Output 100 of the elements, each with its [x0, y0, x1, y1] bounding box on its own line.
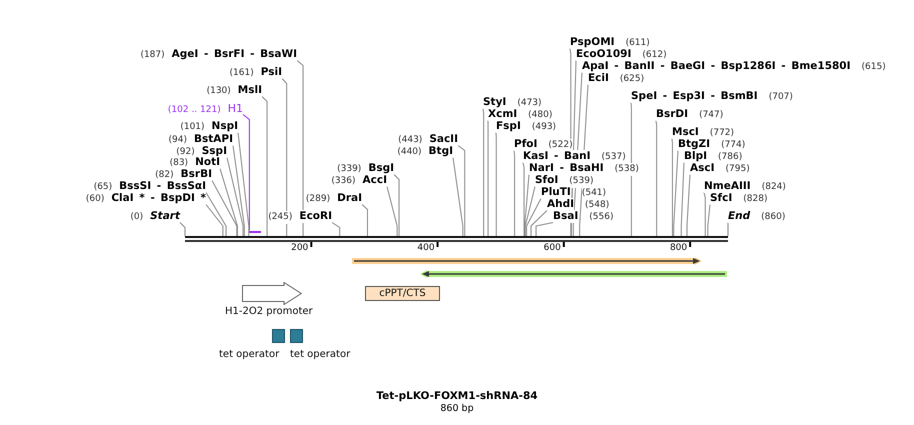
enzyme-name: AgeI - BsrFI - BsaWI	[172, 48, 297, 60]
leader-line	[704, 192, 706, 236]
position-number: (828)	[743, 192, 768, 206]
leader-line	[232, 145, 245, 236]
enzyme-name: SfoI	[535, 174, 558, 186]
leader-line	[488, 120, 489, 236]
enzyme-name: MscI	[672, 126, 699, 138]
position-number: (522)	[548, 138, 573, 152]
leader-line	[672, 138, 673, 236]
enzyme-name: BtgZI	[678, 138, 710, 150]
leader-line	[707, 204, 710, 236]
position-number: (473)	[517, 96, 542, 110]
leader-line	[282, 78, 288, 236]
enzyme-name: EciI	[588, 72, 609, 84]
enzyme-name: BstAPI	[194, 132, 233, 146]
enzyme-name: SfcI	[710, 192, 732, 204]
leader-line	[394, 174, 400, 236]
leader-line	[496, 132, 497, 236]
enzyme-name: MslI	[238, 84, 262, 96]
enzyme-name: XcmI	[488, 108, 518, 120]
enzyme-name: AscI	[690, 162, 715, 174]
leader-line	[530, 210, 548, 236]
position-number: (339)	[337, 162, 362, 176]
enzyme-name: DraI	[337, 192, 362, 204]
enzyme-name: PfoI	[514, 138, 538, 150]
ruler-number: 800	[670, 243, 688, 254]
sequence-length: 860 bp	[440, 403, 474, 415]
position-number: (443)	[398, 134, 422, 146]
leader-line	[262, 96, 268, 236]
leader-line	[680, 162, 684, 236]
feature-label: tet operator	[290, 349, 350, 361]
enzyme-name: SpeI - Esp3I - BsmBI	[631, 90, 758, 102]
leader-line	[242, 114, 250, 231]
position-number: (493)	[532, 120, 556, 134]
leader-line	[686, 174, 690, 236]
enzyme-name: EcoO109I	[576, 48, 632, 60]
leader-line	[296, 60, 304, 236]
position-number: (860)	[761, 210, 786, 224]
enzyme-name: NmeAIII	[704, 180, 751, 192]
position-number: (548)	[585, 198, 610, 212]
position-number: (538)	[614, 162, 639, 176]
position-number: (65)	[94, 180, 112, 194]
leader-line	[332, 222, 340, 236]
leader-line	[220, 168, 238, 236]
enzyme-name: NarI - BsaHI	[529, 162, 604, 174]
position-number: (94)	[168, 134, 187, 146]
leader-line	[206, 204, 224, 236]
feature-bar	[420, 270, 727, 278]
position-number: (130)	[206, 84, 231, 98]
enzyme-name: BlpI	[684, 150, 708, 162]
position-number: (747)	[699, 108, 724, 122]
position-number: (82)	[155, 168, 174, 182]
leader-line	[630, 102, 632, 236]
position-number: (92)	[176, 146, 195, 158]
enzyme-name: ClaI * - BspDI *	[111, 192, 206, 204]
leader-line	[226, 157, 244, 236]
enzyme-name: BtgI	[428, 144, 453, 158]
feature-label: H1-2O2 promoter	[225, 306, 313, 318]
enzyme-name: NspI	[212, 120, 238, 132]
position-number: (480)	[528, 108, 552, 122]
enzyme-name: AccI	[362, 174, 387, 186]
enzyme-name: PluTI	[541, 186, 571, 198]
position-number: (786)	[718, 150, 742, 164]
feature-name: H1	[228, 102, 243, 114]
dna-backbone	[185, 236, 728, 242]
enzyme-name: PsiI	[260, 66, 282, 78]
leader-line	[524, 186, 536, 236]
position-number: (83)	[170, 156, 188, 170]
position-number: (101)	[180, 120, 205, 134]
position-number: (556)	[589, 210, 614, 224]
leader-line	[482, 108, 484, 236]
leader-line	[180, 222, 186, 236]
ruler-number: 600	[544, 243, 561, 254]
enzyme-name: BsrBI	[180, 168, 212, 180]
feature-label: tet operator	[219, 349, 280, 361]
leader-line	[206, 192, 227, 236]
leader-line	[452, 157, 464, 236]
enzyme-name: NotI	[195, 156, 220, 168]
position-number: (772)	[710, 126, 734, 140]
ruler-number: 200	[291, 243, 308, 254]
leader-line	[458, 145, 466, 236]
position-number: (612)	[642, 48, 667, 62]
position-number: (187)	[140, 48, 165, 62]
sequence-end-label: End	[728, 210, 750, 222]
position-number: (824)	[762, 180, 786, 194]
position-number: (440)	[397, 146, 422, 158]
leader-line	[514, 150, 516, 236]
enzyme-name: BsrDI	[656, 108, 688, 120]
ruler-number: 400	[417, 243, 435, 254]
leader-line	[386, 186, 398, 236]
leader-line	[656, 120, 658, 236]
position-number: (625)	[620, 72, 644, 86]
enzyme-name: BsaI	[553, 210, 578, 222]
position-number: (336)	[331, 174, 356, 188]
position-number: (774)	[721, 138, 746, 152]
enzyme-name: StyI	[483, 96, 506, 108]
enzyme-name: ApaI - BanII - BaeGI - Bsp1286I - Bme1580I	[582, 60, 851, 72]
position-number: (707)	[768, 90, 793, 104]
enzyme-name: AhdI	[547, 198, 574, 210]
position-number: (539)	[569, 174, 594, 188]
